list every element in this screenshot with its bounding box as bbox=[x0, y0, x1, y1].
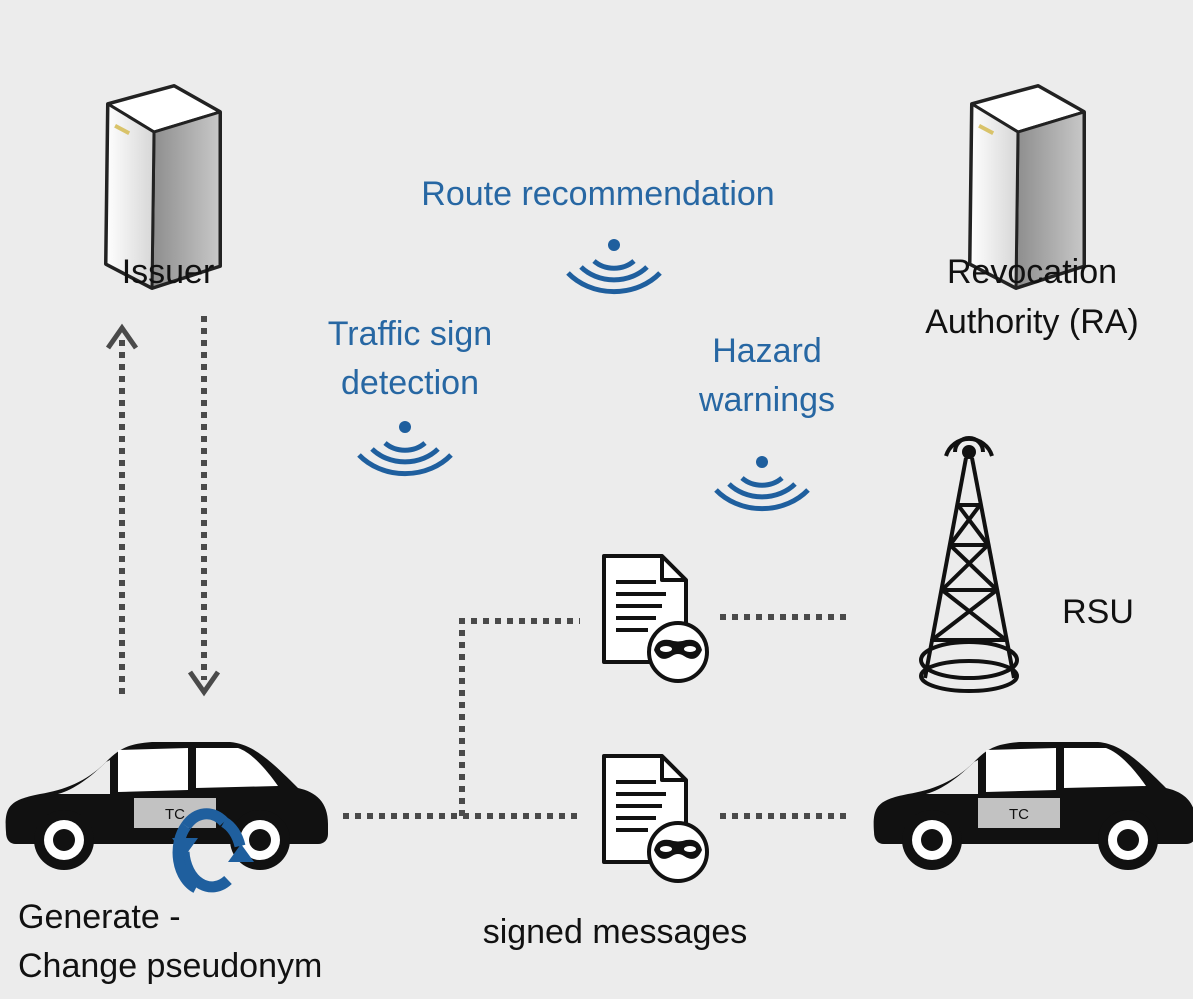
hazard-label-line2: warnings bbox=[698, 381, 836, 419]
traffic-wifi-icon bbox=[359, 421, 451, 474]
traffic-sign-label-line1: Traffic sign bbox=[327, 315, 493, 353]
generate-label-line2: Change pseudonym bbox=[18, 947, 323, 985]
revocation-label-line2: Authority (RA) bbox=[925, 303, 1139, 341]
issuer-label: Issuer bbox=[121, 253, 215, 291]
arrow-up-icon bbox=[105, 323, 139, 350]
dotted-connections bbox=[119, 316, 852, 819]
arrow-down-icon bbox=[187, 670, 221, 697]
tc-label: TC bbox=[165, 806, 185, 823]
car-to-rsu-branch-line bbox=[459, 618, 580, 816]
signed-messages-label: signed messages bbox=[482, 913, 748, 951]
generate-label-line1: Generate - bbox=[18, 898, 181, 936]
left-car: TC bbox=[5, 742, 329, 870]
route-recommendation-label: Route recommendation bbox=[421, 175, 775, 213]
cycle-arrowhead-left-icon bbox=[172, 838, 198, 856]
signed-message-document-icon bbox=[602, 554, 709, 683]
tc-module-2 bbox=[978, 798, 1060, 828]
revocation-label-line1: Revocation bbox=[946, 253, 1118, 291]
traffic-sign-label-line2: detection bbox=[341, 364, 479, 402]
route-wifi-icon bbox=[568, 239, 660, 292]
cell-tower-icon bbox=[919, 436, 1019, 693]
signed-message-document-icon-2 bbox=[602, 754, 709, 883]
tc-label-2: TC bbox=[1009, 806, 1029, 823]
hazard-wifi-icon bbox=[716, 456, 808, 509]
right-car: TC bbox=[873, 742, 1193, 870]
rsu-label: RSU bbox=[1062, 593, 1134, 631]
refresh-cycle-icon bbox=[172, 808, 246, 893]
cycle-arrowhead-right-icon bbox=[228, 844, 254, 862]
hazard-label-line1: Hazard bbox=[712, 332, 822, 370]
